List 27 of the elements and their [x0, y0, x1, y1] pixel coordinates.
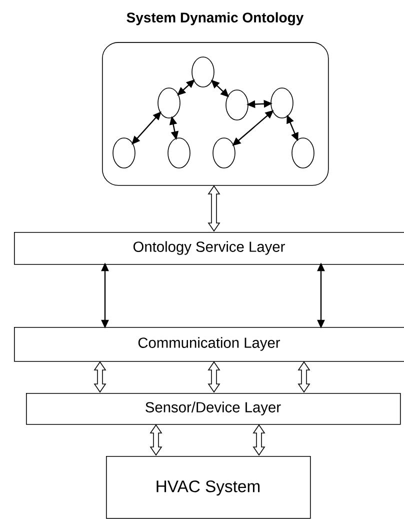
arrow	[101, 263, 109, 328]
concept-circle	[112, 138, 136, 168]
concept-circle	[292, 138, 314, 168]
layer-label: Ontology Service Layer	[133, 241, 285, 255]
arrow	[317, 263, 325, 328]
concept-circle	[168, 138, 190, 168]
arrow	[170, 116, 178, 140]
layer-box	[106, 456, 311, 519]
arrow	[232, 110, 274, 146]
ontology-container	[102, 42, 329, 186]
arrow	[211, 80, 229, 97]
layer-label: HVAC System	[156, 480, 260, 496]
arrow	[178, 80, 194, 96]
concept-circle	[270, 88, 294, 118]
concept-circle	[192, 56, 214, 88]
layer-box	[26, 393, 401, 425]
layer-label: Communication Layer	[138, 337, 280, 351]
layer-label: Sensor/Device Layer	[146, 402, 281, 416]
arrow	[132, 112, 162, 144]
arrow	[247, 100, 272, 108]
arrow	[286, 115, 298, 141]
concept-circle	[158, 88, 180, 118]
concept-circle	[212, 138, 236, 168]
heading: System Dynamic Ontology	[126, 12, 304, 26]
layer-box	[14, 327, 404, 362]
layer-box	[14, 232, 404, 265]
concept-circle	[226, 90, 248, 120]
